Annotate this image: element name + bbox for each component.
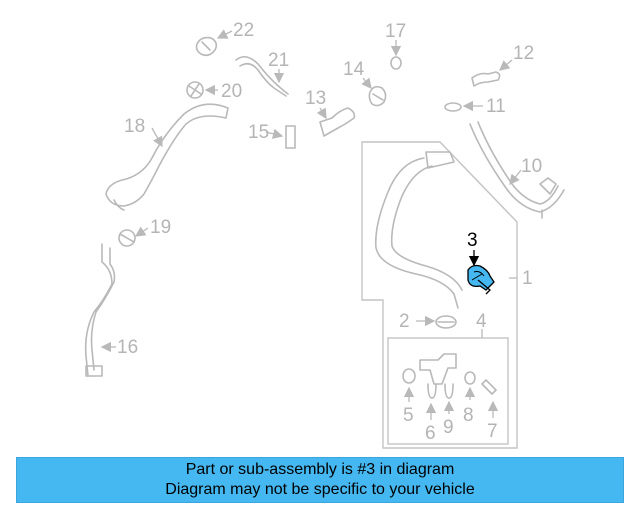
parts-diagram: 22 21 20 18 15 13 14 17 12 11 10 19 16 3… [84,20,565,449]
callout-12: 12 [513,43,534,64]
callout-14: 14 [343,59,365,80]
callout-8: 8 [463,405,474,426]
callout-3: 3 [467,230,478,251]
part-17[interactable] [390,56,402,70]
part-19[interactable] [118,229,136,247]
callout-1: 1 [522,268,533,289]
callout-2: 2 [399,311,410,332]
part-1[interactable] [374,157,463,309]
part-3[interactable] [467,264,495,295]
banner-line-2: Diagram may not be specific to your vehi… [165,481,475,498]
part-12[interactable] [471,71,501,87]
part-2[interactable] [435,315,457,329]
part-10[interactable] [469,121,565,213]
callout-5: 5 [403,405,414,426]
part-22[interactable] [195,36,218,57]
part-13[interactable] [319,107,356,137]
part-14[interactable] [368,85,387,107]
callout-17: 17 [385,21,406,42]
callout-11: 11 [486,96,506,117]
callout-13: 13 [305,88,326,109]
callout-18: 18 [124,116,145,137]
subgroup-box [387,337,509,445]
part-11[interactable] [444,102,462,112]
callout-9: 9 [443,417,454,438]
part-21[interactable] [235,56,289,97]
part-20[interactable] [186,81,204,99]
callout-10: 10 [521,156,542,177]
subgroup-contents [402,353,497,399]
callout-22: 22 [233,20,254,41]
callout-16: 16 [117,337,138,358]
assembly-outline [361,141,518,449]
callout-15: 15 [248,122,269,143]
callout-7: 7 [487,421,498,442]
part-16[interactable] [84,243,116,377]
callout-19: 19 [150,217,171,238]
info-banner: Part or sub-assembly is #3 in diagram Di… [16,457,624,503]
callout-21: 21 [268,50,289,71]
part-15[interactable] [285,125,296,149]
callout-20: 20 [221,81,242,102]
banner-line-1: Part or sub-assembly is #3 in diagram [185,461,455,478]
callout-6: 6 [425,423,436,444]
part-18[interactable] [105,103,229,207]
callout-4: 4 [476,311,487,332]
